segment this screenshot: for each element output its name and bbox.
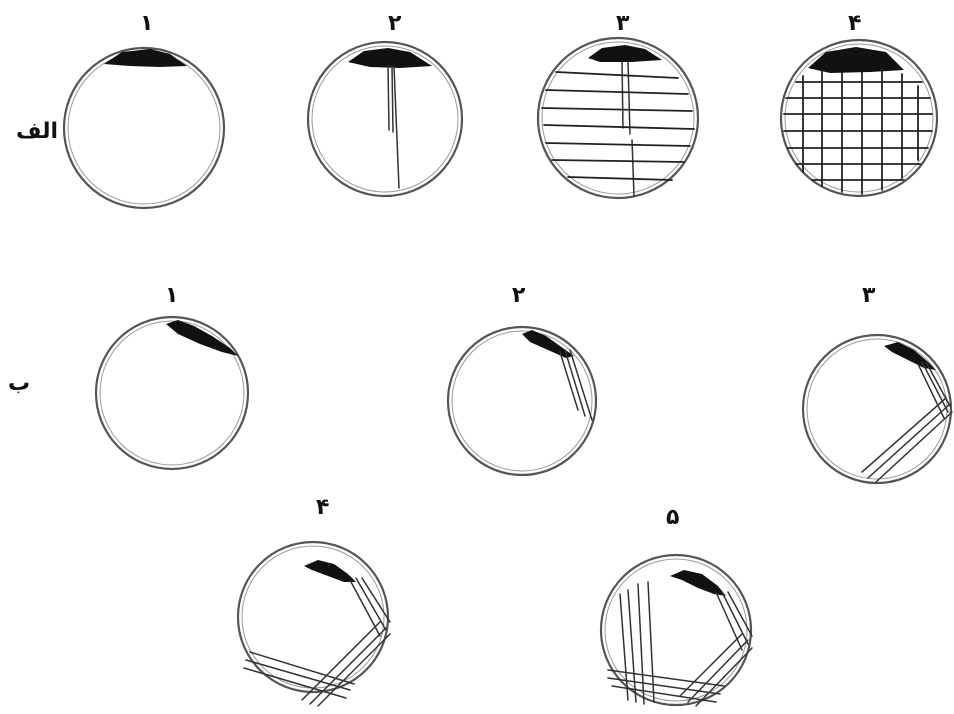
row-label-b: ب [8,371,30,396]
row-b-dish-2 [448,327,596,475]
row-b-number-5: ۵ [666,505,679,530]
row-a-number-2: ۲ [388,11,402,36]
row-b-dish-5 [601,555,752,706]
row-b-number-4: ۴ [316,495,329,520]
row-b-dish-1 [96,317,248,469]
row-a-dish-1 [64,48,224,208]
row-b-dish-3 [803,335,952,483]
inoculum-spot [104,49,187,67]
row-a-number-3: ۳ [616,11,630,36]
row-b-number-1: ۱ [165,283,178,308]
row-b-number-3: ۳ [862,283,876,308]
row-a-dish-3 [538,38,698,198]
row-a-dish-4 [781,40,937,196]
row-a-number-4: ۴ [848,11,861,36]
row-b-number-2: ۲ [512,283,526,308]
row-a-dish-2 [308,42,462,196]
row-label-a: الف [16,119,58,144]
row-a-number-1: ۱ [140,11,153,36]
row-b-dish-4 [238,542,390,706]
